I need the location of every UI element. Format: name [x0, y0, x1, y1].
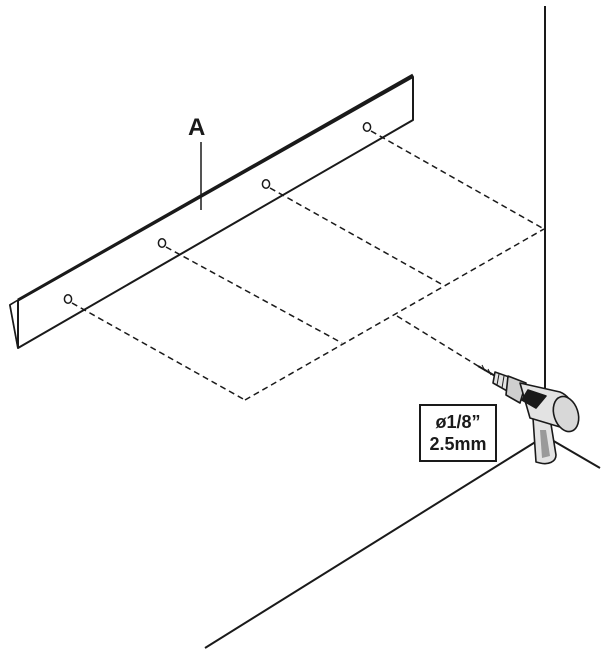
drill-path-line [396, 315, 479, 367]
projection-line-1 [71, 302, 246, 401]
power-drill-icon [477, 364, 580, 465]
floor-front-line [204, 440, 538, 649]
screw-holes [63, 122, 372, 304]
drill-switch-panel [521, 389, 547, 409]
drill-chuck-ridge-1 [496, 373, 500, 386]
wall-hole-line [244, 228, 545, 401]
rail-end-face [9, 299, 19, 349]
projection-line-3 [269, 187, 444, 286]
screw-hole-4 [362, 122, 372, 132]
mounting-rail [9, 73, 414, 349]
projection-line-2 [165, 246, 343, 344]
drill-handle-shadow [540, 430, 550, 458]
screw-hole-3 [261, 179, 271, 189]
callout-label-a: A [188, 114, 206, 141]
projection-lines [71, 130, 545, 401]
screw-hole-2 [157, 238, 167, 248]
drill-bit-flute-1 [481, 364, 486, 372]
drill-chuck-ridge-2 [501, 375, 505, 389]
rail-front-face [9, 76, 414, 349]
drill-bit-size-metric: 2.5mm [429, 434, 487, 454]
drill-rear-cap [552, 395, 580, 433]
drill-bit-flute-2 [487, 368, 492, 376]
screw-hole-1 [63, 294, 73, 304]
drill-bit-size-imperial: ø1/8” [435, 411, 481, 432]
drill-bit-spec-box: ø1/8” 2.5mm [419, 404, 497, 462]
rail-top-edge [17, 73, 414, 302]
projection-line-4 [370, 130, 545, 230]
